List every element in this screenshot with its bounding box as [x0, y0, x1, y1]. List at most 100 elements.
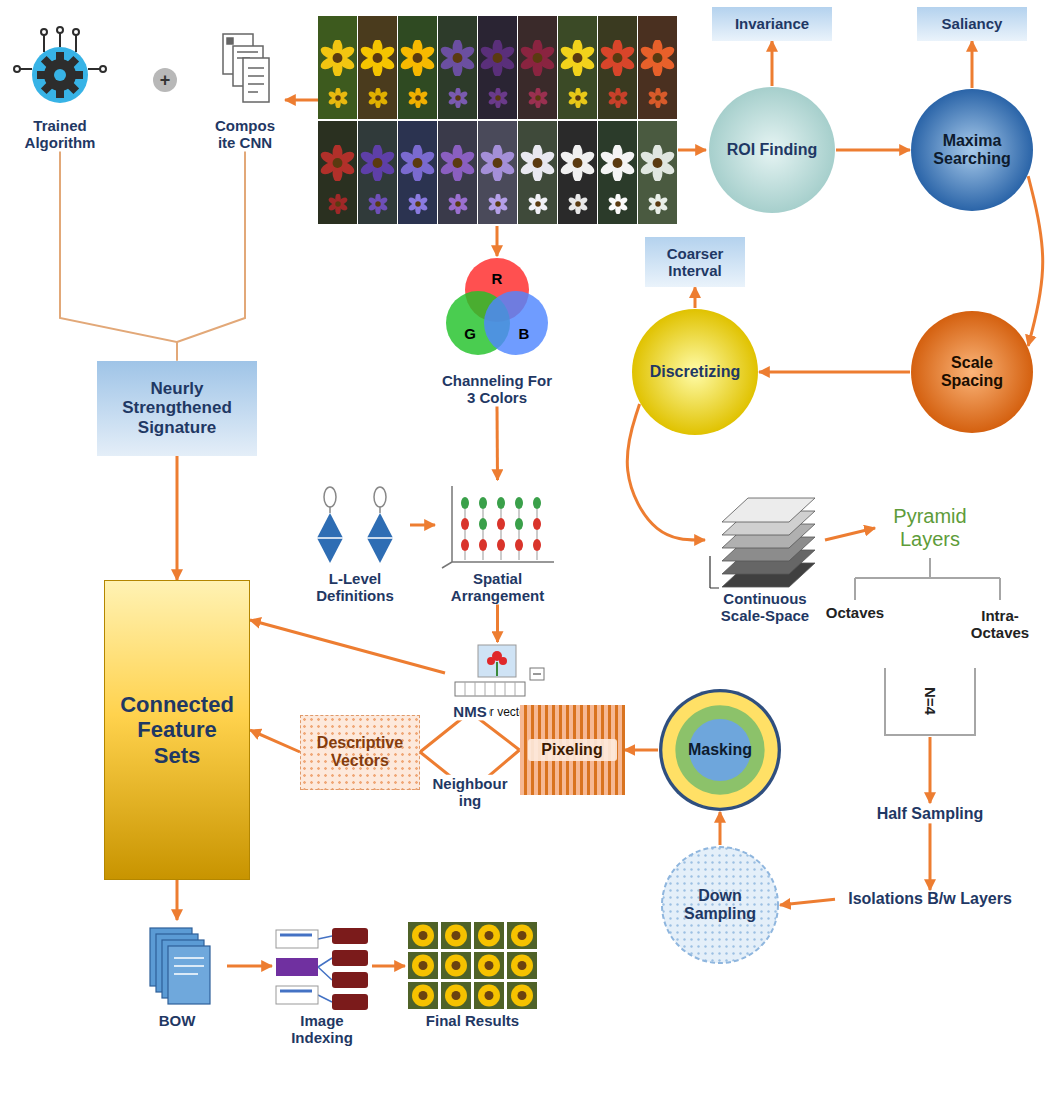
- flow-arrow: [771, 41, 774, 86]
- scale-space-stack: [710, 498, 815, 588]
- icon-node: Channeling For 3 Colors: [442, 258, 552, 407]
- node-label: Isolations B/w Layers: [835, 890, 1025, 908]
- node-text-group: Invariance: [720, 15, 824, 32]
- flower-grid: [598, 16, 637, 119]
- spatial-icon: [515, 497, 523, 509]
- flower-grid: [639, 39, 677, 77]
- node-text-group: ROI Finding: [724, 141, 821, 159]
- node-text-group: Pyramid Layers: [875, 505, 985, 551]
- cnn-icon: [248, 68, 264, 92]
- color-vector-icon: [487, 657, 495, 665]
- index-icon: [332, 972, 368, 988]
- flower-grid: [608, 88, 629, 109]
- gear-icon: [14, 27, 106, 103]
- gear-icon: [41, 29, 47, 35]
- spatial-icon: [533, 518, 541, 530]
- pyramid-bracket: [885, 668, 975, 735]
- flow-arrow: [694, 287, 697, 308]
- flower-grid: [559, 39, 597, 77]
- flow-arrow: [60, 152, 177, 361]
- index-icon: [276, 928, 368, 1010]
- bow-icon: [168, 946, 210, 1004]
- node-label: Half Sampling: [860, 805, 1000, 823]
- plus-sign: [153, 68, 177, 92]
- feature-box: Connected Feature Sets: [104, 580, 250, 880]
- spatial-icon: [461, 518, 541, 551]
- result-thumbnails: [441, 982, 471, 1009]
- spatial-icon: [461, 539, 469, 551]
- flower-grid: [318, 121, 357, 224]
- circle-shape: [911, 89, 1033, 211]
- flower-grid: [648, 88, 669, 109]
- flow-arrow: [496, 605, 499, 643]
- node-label: Compos ite CNN: [208, 117, 283, 152]
- flower-grid: [488, 88, 509, 109]
- flow-arrow: [759, 371, 910, 374]
- flower-grid: [319, 39, 357, 77]
- node-label: Pyramid Layers: [875, 505, 985, 551]
- flow-arrow: [250, 620, 445, 673]
- process-circle: ROI Finding: [708, 86, 836, 214]
- spatial-icon: [461, 497, 469, 509]
- node-label: ROI Finding: [724, 141, 821, 159]
- result-thumbnails: [507, 922, 537, 949]
- level-icon: [324, 487, 386, 513]
- signature-box: Neurly Strengthened Signature: [97, 361, 257, 456]
- flower-grid: [519, 144, 557, 182]
- node-label: Image Indexing: [272, 1012, 372, 1047]
- result-thumbnails: [441, 922, 471, 949]
- index-icon: [318, 936, 332, 1002]
- layout-arrow: [929, 737, 932, 803]
- node-label: L-Level Definitions: [300, 570, 410, 605]
- result-thumbnails: [474, 982, 504, 1009]
- node-text-group: Trained Algorithm: [5, 117, 115, 152]
- node-label: Maxima Searching: [925, 132, 1019, 169]
- gear-icon: [88, 68, 100, 70]
- level-icon: [330, 507, 380, 513]
- spatial-icon: [497, 539, 505, 551]
- flower-grid: [368, 194, 389, 215]
- node-text-group: Channeling For 3 Colors: [442, 372, 552, 407]
- flow-arrow: [420, 750, 520, 792]
- flow-arrow: [625, 749, 659, 752]
- spatial-icon: [465, 509, 537, 560]
- node-text-group: L-Level Definitions: [300, 570, 410, 605]
- spatial-icon: [461, 497, 541, 530]
- color-vector-icon: [496, 662, 498, 676]
- annotation-label: +: [160, 70, 171, 91]
- flower-grid: [328, 88, 349, 109]
- layout-arrow: [285, 99, 318, 102]
- index-icon: [332, 994, 368, 1010]
- flower-grid: [319, 144, 357, 182]
- pyramid-bracket: [855, 558, 1000, 735]
- node-text-group: Scale Spacing: [925, 354, 1019, 391]
- flow-arrow: [177, 152, 245, 361]
- flower-grid: [528, 88, 549, 109]
- circle-shape: [632, 309, 758, 435]
- flower-grid: [598, 121, 637, 224]
- flower-grid: [478, 121, 517, 224]
- bow-icon: [150, 928, 210, 1004]
- result-thumbnails: [507, 982, 537, 1009]
- index-icon: [332, 928, 368, 944]
- gear-icon: [75, 35, 77, 52]
- gear-icon: [32, 47, 88, 103]
- spatial-icon: [479, 539, 487, 551]
- node-text-group: Half Sampling: [860, 805, 1000, 823]
- index-icon: [276, 930, 318, 948]
- annotation-label: B: [519, 325, 530, 342]
- text-node: Pyramid Layers: [875, 505, 985, 551]
- flower-grid: [488, 194, 509, 215]
- flower-grid: [568, 194, 589, 215]
- flower-grid: [439, 144, 477, 182]
- spatial-icon: [497, 518, 505, 530]
- flower-grid: [318, 16, 677, 224]
- node-label: Discretizing: [647, 363, 744, 381]
- icon-node: Spatial Arrangement: [435, 480, 560, 605]
- rgb-venn: [446, 258, 548, 355]
- gear-icon: [14, 66, 20, 72]
- spatial-icon: [442, 486, 554, 568]
- flow-arrow: [176, 456, 179, 581]
